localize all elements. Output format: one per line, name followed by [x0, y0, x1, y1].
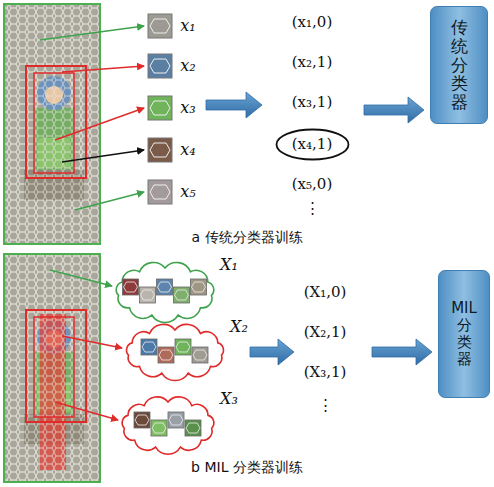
patch [168, 412, 184, 428]
pair-label: (X₂,1) [304, 324, 347, 341]
classifier-box: MIL 分类器 [438, 270, 490, 398]
patch-cell [186, 423, 200, 433]
node-text: 传统分类器 [451, 18, 468, 111]
bounding-box [26, 66, 86, 178]
patch-cell [176, 342, 190, 352]
patch [123, 279, 139, 295]
patch [148, 14, 172, 38]
instance-patch [148, 54, 172, 78]
pair-label: (x₂,1) [292, 54, 333, 71]
mosaic-image [4, 254, 100, 482]
patch [134, 412, 150, 428]
patch-cell [152, 423, 166, 433]
patch-cell [169, 415, 183, 425]
instance-bag: X₃ [118, 396, 218, 454]
node-text: X₂ [230, 318, 248, 336]
bounding-box [34, 317, 74, 417]
patch [151, 420, 167, 436]
subfigure-caption: a 传统分类器训练 [191, 230, 302, 245]
cloud-outline [122, 324, 228, 380]
leader-line [75, 192, 144, 210]
leader-line [55, 402, 118, 420]
node-text: MIL 分类器 [450, 300, 478, 369]
patch [192, 347, 208, 363]
node-text: (x₄,1) [292, 136, 333, 153]
patch [148, 138, 172, 162]
patch [185, 420, 201, 436]
instance-patch [148, 180, 172, 204]
cloud-outline [122, 397, 214, 454]
block-arrow [364, 97, 424, 123]
instance-label: x₄ [180, 141, 195, 159]
patch-cell [175, 290, 189, 300]
instance-patch [148, 96, 172, 120]
pair-label: (x₅,0) [292, 176, 333, 193]
patch [148, 54, 172, 78]
leader-line [62, 66, 144, 72]
patch-cell [192, 282, 206, 292]
pair-label: (X₁,0) [304, 284, 347, 301]
leader-line [55, 108, 144, 140]
leader-line [50, 270, 112, 286]
image-border [4, 254, 100, 482]
classifier-box: 传统分类器 [430, 6, 488, 124]
patch [141, 339, 157, 355]
patch-cell [142, 342, 156, 352]
instance-label: x₁ [180, 17, 195, 35]
leader-line [62, 150, 144, 162]
block-arrow [206, 92, 262, 118]
patch-cell [150, 185, 170, 199]
leader-line [62, 336, 122, 348]
instance-patch [148, 14, 172, 38]
patch-cell [135, 415, 149, 425]
patch [148, 180, 172, 204]
subfigure-caption: b MIL 分类器训练 [191, 460, 303, 475]
patch-cell [193, 350, 207, 360]
patch-cell [141, 290, 155, 300]
pair-label: ⋮ [318, 397, 333, 414]
instance-bag: X₁ [112, 262, 218, 322]
instance-label: x₅ [180, 183, 195, 201]
patch-cell [150, 59, 170, 73]
block-arrow [372, 339, 432, 365]
patch-cell [159, 350, 173, 360]
patch [174, 287, 190, 303]
bounding-box [34, 73, 74, 173]
pair-label: (x₁,0) [292, 14, 333, 31]
bounding-box [26, 310, 86, 422]
image-ground [4, 254, 100, 482]
mosaic-overlay [4, 254, 100, 482]
patch [157, 279, 173, 295]
patch [158, 347, 174, 363]
pair-label: (X₃,1) [304, 364, 347, 381]
instance-label: x₂ [180, 57, 195, 75]
patch [191, 279, 207, 295]
cloud-outline [118, 396, 218, 454]
block-arrow [250, 339, 294, 365]
cloud-outline [127, 324, 224, 380]
patch [175, 339, 191, 355]
patch-cell [150, 143, 170, 157]
leader-line [40, 26, 144, 40]
highlight-ellipse: (x₄,1) [275, 128, 350, 161]
patch [140, 287, 156, 303]
cloud-outline [112, 262, 218, 322]
patch-cell [124, 282, 138, 292]
patch [148, 96, 172, 120]
instance-bag: X₂ [122, 324, 228, 380]
node-text: X₃ [220, 390, 238, 408]
pair-label: (x₃,1) [292, 94, 333, 111]
cloud-outline [116, 262, 213, 322]
ellipse-outline [276, 129, 348, 159]
pair-label: ⋮ [305, 200, 320, 217]
instance-patch [148, 138, 172, 162]
patch-cell [150, 19, 170, 33]
patch-cell [150, 101, 170, 115]
patch-cell [158, 282, 172, 292]
node-text: X₁ [220, 256, 238, 274]
instance-label: x₃ [180, 99, 195, 117]
